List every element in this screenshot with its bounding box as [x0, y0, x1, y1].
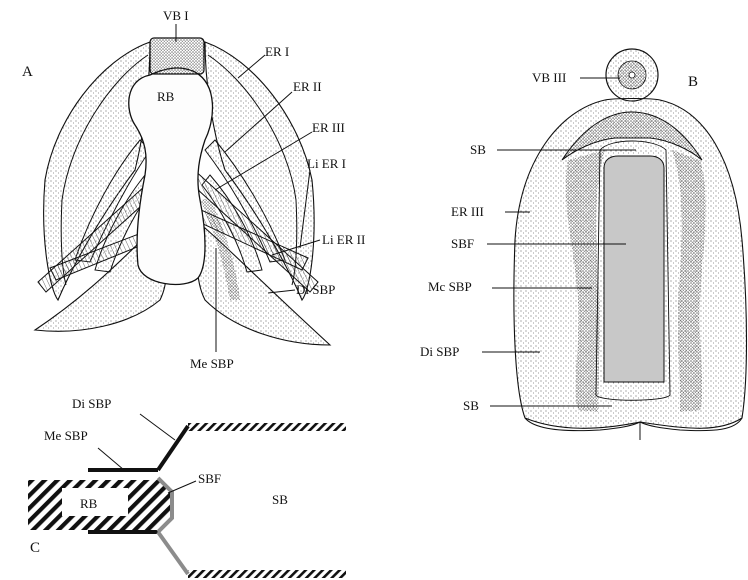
label-er-ii: ER II [293, 79, 322, 94]
leader-sbf-c [168, 481, 196, 493]
label-sbf-c: SBF [198, 471, 221, 486]
label-sb-c: SB [272, 492, 288, 507]
leader-di-sbp-c [140, 414, 175, 440]
label-li-er-ii: Li ER II [322, 232, 365, 247]
label-er-iii-b: ER III [451, 204, 484, 219]
label-di-sbp-b: Di SBP [420, 344, 459, 359]
panel-a-letter: A [22, 64, 33, 80]
label-di-sbp-a: Di SBP [296, 282, 335, 297]
label-rb-a: RB [157, 89, 175, 104]
label-li-er-i: Li ER I [307, 156, 346, 171]
panel-c: C Di SBP Me SBP RB SBF SB [28, 396, 346, 578]
panel-b: B VB III SB ER III SBF Mc SBP Di SBP SB [420, 49, 747, 440]
vb-i-block [150, 38, 204, 74]
c-sbf-lower [158, 532, 188, 574]
panel-a: A VB I ER I RB ER II ER III Li ER I Li E… [22, 8, 365, 371]
sbf-region [604, 156, 664, 382]
label-mc-sbp: Mc SBP [428, 279, 472, 294]
panel-c-letter: C [30, 540, 40, 556]
label-me-sbp-c: Me SBP [44, 428, 88, 443]
leader-me-sbp-c [98, 448, 124, 470]
panel-b-drawing [482, 49, 747, 440]
label-vb-iii: VB III [532, 70, 566, 85]
label-rb-c: RB [80, 496, 98, 511]
label-er-i: ER I [265, 44, 289, 59]
c-bottom-wall [188, 570, 346, 578]
panel-b-letter: B [688, 74, 698, 90]
c-di-sbp-upper [158, 426, 188, 470]
label-di-sbp-c: Di SBP [72, 396, 111, 411]
label-me-sbp-a: Me SBP [190, 356, 234, 371]
panel-a-drawing [35, 24, 330, 352]
label-sb-bottom: SB [463, 398, 479, 413]
label-er-iii: ER III [312, 120, 345, 135]
label-sbf-b: SBF [451, 236, 474, 251]
vb-iii-center [629, 72, 635, 78]
c-top-wall [188, 423, 346, 431]
label-vb-i: VB I [163, 8, 189, 23]
label-sb-top: SB [470, 142, 486, 157]
